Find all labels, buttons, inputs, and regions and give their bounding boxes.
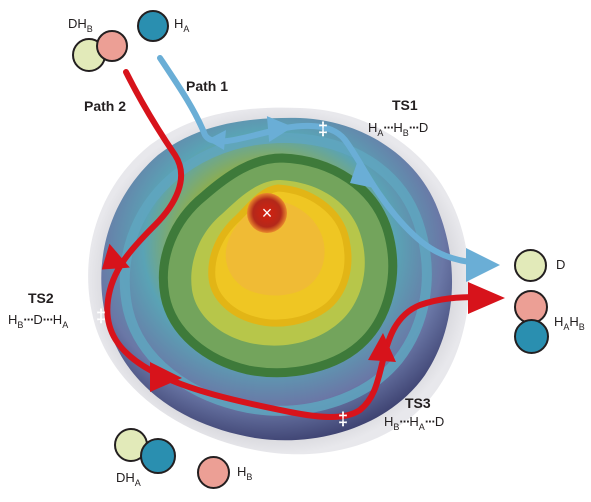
species-ha-top: HA bbox=[174, 16, 190, 34]
atom-ha-bottom bbox=[140, 438, 176, 474]
energy-peak bbox=[247, 193, 287, 233]
atom-ha-top bbox=[137, 10, 169, 42]
path-2-arrow-end bbox=[468, 282, 505, 314]
species-hahb: HAHB bbox=[554, 314, 585, 332]
species-hb-bottom: HB bbox=[237, 464, 253, 482]
path-2 bbox=[101, 69, 505, 420]
path-2-line bbox=[104, 69, 481, 420]
ts3-formula: HB···HA···D bbox=[384, 414, 445, 432]
ts1-formula: HA···HB···D bbox=[368, 120, 429, 138]
species-dha: DHA bbox=[116, 470, 141, 488]
species-d-out: D bbox=[556, 257, 566, 272]
atom-hb-top bbox=[96, 30, 128, 62]
ts3-mark: ‡ bbox=[338, 409, 348, 429]
ts3-title: TS3 bbox=[405, 395, 431, 411]
path-1-arrow-end bbox=[466, 248, 500, 282]
path-2-arrow-left bbox=[101, 243, 130, 270]
path-1-label: Path 1 bbox=[186, 78, 229, 94]
path-2-arrow-ts3 bbox=[368, 333, 396, 362]
path-1-arrow-mid bbox=[350, 160, 374, 188]
contour-outer bbox=[119, 132, 432, 416]
path-1-arrow-ts1 bbox=[266, 116, 293, 142]
ts1-title: TS1 bbox=[392, 97, 418, 113]
ts1-mark: ‡ bbox=[318, 119, 328, 139]
path-1-arrow-top bbox=[207, 130, 226, 150]
atom-hb-bottom bbox=[197, 456, 230, 489]
ts2-mark: ‡ bbox=[96, 306, 106, 326]
energy-surface bbox=[88, 107, 470, 455]
path-1-line bbox=[157, 55, 473, 265]
atom-d-out bbox=[514, 249, 547, 282]
path-2-label: Path 2 bbox=[84, 98, 127, 114]
species-dhb: DHB bbox=[68, 16, 93, 34]
path-1 bbox=[157, 55, 500, 282]
atom-ha-out bbox=[514, 319, 549, 354]
ts2-title: TS2 bbox=[28, 290, 54, 306]
ts2-formula: HB···D···HA bbox=[8, 312, 69, 330]
path-2-arrow-bottom bbox=[150, 362, 182, 392]
peak-mark: × bbox=[262, 203, 273, 223]
